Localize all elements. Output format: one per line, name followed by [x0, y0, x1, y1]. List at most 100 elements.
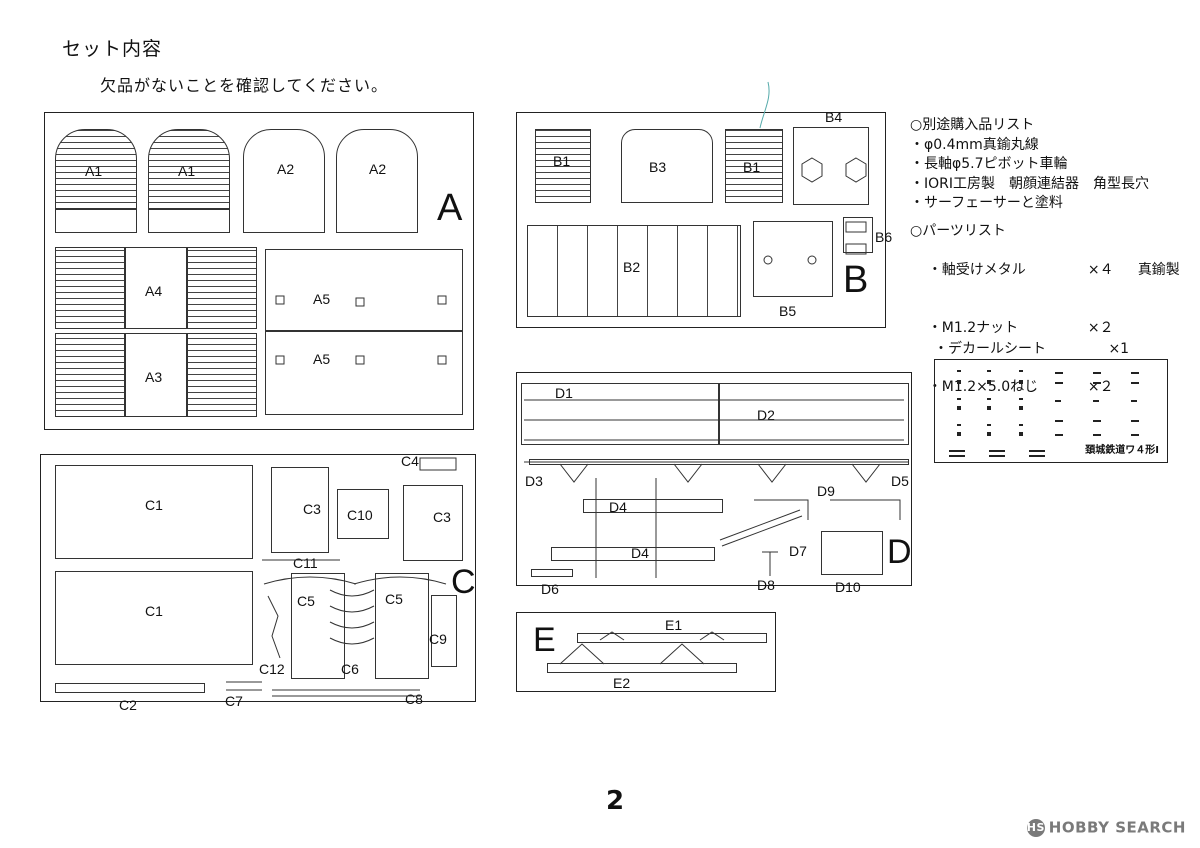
label-d6: D6 — [541, 581, 559, 597]
part-name: ・M1.2ナット — [927, 320, 1019, 336]
part-d4-top — [583, 499, 723, 513]
part-a3-mid — [125, 333, 187, 417]
part-a2-right — [336, 129, 418, 233]
part-a3-left — [55, 333, 125, 417]
label-d4: D4 — [631, 545, 649, 561]
part-a1-left — [55, 129, 137, 209]
parts-list-header: ○パーツリスト — [910, 222, 1006, 239]
part-a1-left-base — [55, 209, 137, 233]
part-a4-right — [187, 247, 257, 329]
label-b3: B3 — [649, 159, 667, 175]
label-b5: B5 — [779, 303, 797, 319]
part-b3 — [621, 129, 713, 203]
label-c1: C1 — [145, 497, 163, 513]
part-c1-top — [55, 465, 253, 559]
label-d9: D9 — [817, 483, 835, 499]
part-a5-top — [265, 249, 463, 331]
parts-list-item: ・M1.2ナット ×２ — [910, 300, 1180, 359]
label-a5: A5 — [313, 351, 331, 367]
part-a4-mid — [125, 247, 187, 329]
label-b4: B4 — [825, 109, 843, 125]
part-b4 — [793, 127, 869, 205]
label-d2: D2 — [757, 407, 775, 423]
part-qty: ×２ — [1087, 320, 1114, 336]
watermark-text: HOBBY SEARCH — [1048, 818, 1186, 837]
decal-sheet-label: ・デカールシート — [934, 341, 1046, 357]
label-a3: A3 — [145, 369, 163, 385]
label-c5: C5 — [385, 591, 403, 607]
part-e1 — [577, 633, 767, 643]
label-c1: C1 — [145, 603, 163, 619]
separate-purchase-header: ○別途購入品リスト — [910, 117, 1035, 133]
decal-sheet: 頚城鉄道ワ４形Ⅰ — [934, 359, 1168, 463]
label-b2: B2 — [623, 259, 641, 275]
decal-sheet-qty: ×1 — [1108, 341, 1130, 357]
label-c2: C2 — [119, 697, 137, 713]
sheet-letter-c: C — [451, 563, 476, 601]
part-a1-right — [148, 129, 230, 209]
part-b1-left — [535, 129, 591, 203]
label-b1: B1 — [743, 159, 761, 175]
label-a2: A2 — [369, 161, 387, 177]
label-c3: C3 — [433, 509, 451, 525]
part-c2 — [55, 683, 205, 693]
separate-item: ・φ0.4mm真鍮丸線 — [910, 136, 1039, 153]
label-c3: C3 — [303, 501, 321, 517]
label-d3: D3 — [525, 473, 543, 489]
part-a1-right-base — [148, 209, 230, 233]
parts-notes: ○別途購入品リスト ・φ0.4mm真鍮丸線 ・長軸φ5.7ピボット車輪 ・IOR… — [910, 116, 1180, 417]
label-c9: C9 — [429, 631, 447, 647]
label-d10: D10 — [835, 579, 861, 595]
label-a4: A4 — [145, 283, 163, 299]
label-c12: C12 — [259, 661, 285, 677]
page-subtitle: 欠品がないことを確認してください。 — [100, 76, 389, 95]
label-b6: B6 — [875, 229, 893, 245]
part-d4-bottom — [551, 547, 715, 561]
part-qty: ×４ — [1087, 261, 1114, 278]
part-b5 — [753, 221, 833, 297]
separate-item: ・長軸φ5.7ピボット車輪 — [910, 156, 1068, 172]
sheet-letter-b: B — [843, 259, 869, 301]
sheet-c: C4 C1 C3 C10 C3 C11 C1 C5 C5 C9 C12 C6 C… — [40, 453, 476, 713]
page-number: 2 — [606, 786, 625, 816]
part-b1-right — [725, 129, 783, 203]
label-a1: A1 — [178, 163, 196, 179]
label-c7: C7 — [225, 693, 243, 709]
sheet-letter-a: A — [437, 187, 463, 229]
label-e2: E2 — [613, 675, 631, 691]
label-c10: C10 — [347, 507, 373, 523]
sheet-a: A1 A1 A2 A2 A4 A5 A3 A5 A — [44, 112, 474, 430]
separate-item: ・IORI工房製 朝顔連結器 角型長穴 — [910, 175, 1150, 192]
part-name: ・軸受けメタル — [927, 261, 1026, 278]
sheet-letter-d: D — [887, 533, 912, 571]
part-a3-right — [187, 333, 257, 417]
part-c5-left — [291, 573, 345, 679]
label-a2: A2 — [277, 161, 295, 177]
part-c3-left — [271, 467, 329, 553]
label-c4: C4 — [401, 453, 419, 469]
page-title: セット内容 — [62, 38, 163, 60]
label-d5: D5 — [891, 473, 909, 489]
separate-item: ・サーフェーサーと塗料 — [910, 195, 1063, 211]
watermark-mark: HS — [1026, 818, 1045, 837]
part-c10 — [337, 489, 389, 539]
part-c9 — [431, 595, 457, 667]
part-d6 — [531, 569, 573, 577]
part-e2 — [547, 663, 737, 673]
decal-marks — [949, 370, 1139, 457]
part-d1 — [521, 383, 719, 445]
part-c1-bottom — [55, 571, 253, 665]
label-c6: C6 — [341, 661, 359, 677]
part-c3-right — [403, 485, 463, 561]
label-d8: D8 — [757, 577, 775, 593]
part-name: ・M1.2×5.0ねじ — [927, 378, 1039, 395]
part-b6 — [843, 217, 873, 253]
label-e1: E1 — [665, 617, 683, 633]
label-a1: A1 — [85, 163, 103, 179]
label-d1: D1 — [555, 385, 573, 401]
label-c11: C11 — [293, 555, 318, 571]
label-c5: C5 — [297, 593, 315, 609]
